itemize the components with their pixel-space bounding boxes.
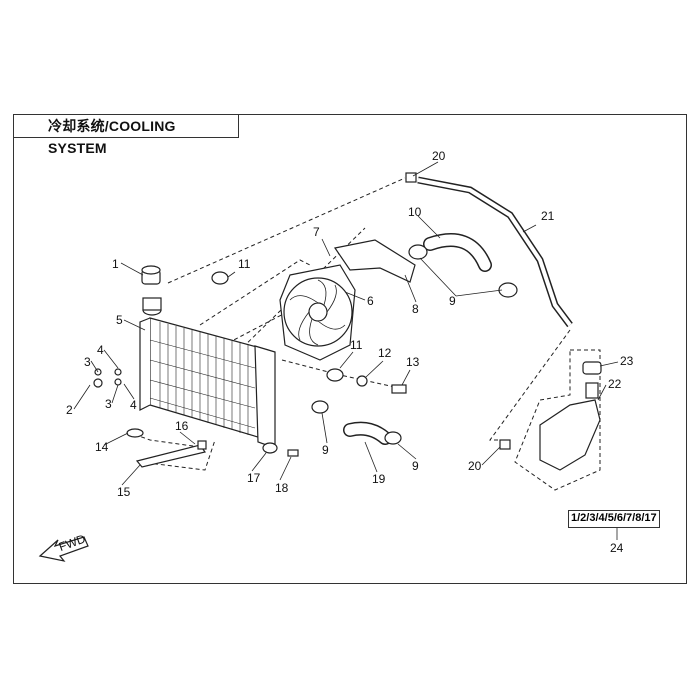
callout-label: 23 bbox=[620, 354, 634, 368]
fwd-arrow bbox=[38, 536, 89, 562]
callout-label: 4 bbox=[130, 398, 137, 412]
kit-parts-box: 1/2/3/4/5/6/7/8/17 bbox=[568, 510, 660, 528]
callout-label: 3 bbox=[105, 397, 112, 411]
callout-leaders bbox=[73, 161, 619, 540]
expansion-tank bbox=[539, 361, 602, 471]
callout-label: 3 bbox=[84, 355, 91, 369]
fan-bracket bbox=[333, 239, 416, 283]
callout-label: 22 bbox=[608, 377, 622, 391]
diagram-title: 冷却系统/COOLING SYSTEM bbox=[13, 114, 239, 156]
callout-label: 4 bbox=[97, 343, 104, 357]
callout-label: 12 bbox=[378, 346, 392, 360]
callout-label: 5 bbox=[116, 313, 123, 327]
cooling-fan bbox=[279, 264, 356, 361]
leader-cap-hose bbox=[167, 177, 406, 284]
callout-label: 17 bbox=[247, 471, 261, 485]
callout-label: 2 bbox=[66, 403, 73, 417]
callout-label: 7 bbox=[313, 225, 320, 239]
callout-label: 1 bbox=[112, 257, 119, 271]
callout-label: 9 bbox=[412, 459, 419, 473]
radiator-cap bbox=[141, 265, 161, 285]
callout-label: 11 bbox=[350, 338, 363, 352]
callout-label: 20 bbox=[432, 149, 446, 163]
hose-clamps bbox=[311, 172, 518, 450]
callout-label: 10 bbox=[408, 205, 422, 219]
overflow-hose bbox=[417, 176, 573, 328]
callout-label: 16 bbox=[175, 419, 189, 433]
callout-label: 13 bbox=[406, 355, 420, 369]
callout-label: 21 bbox=[541, 209, 555, 223]
callout-label: 6 bbox=[367, 294, 374, 308]
radiator bbox=[139, 297, 276, 449]
callout-label: 9 bbox=[322, 443, 329, 457]
grommets-bolts bbox=[93, 271, 407, 468]
callout-label: 20 bbox=[468, 459, 482, 473]
callout-label: 24 bbox=[610, 541, 624, 555]
callout-label: 8 bbox=[412, 302, 419, 316]
callout-label: 11 bbox=[238, 257, 251, 271]
callout-labels: 1 2 3 3 4 4 5 6 7 8 9 9 9 10 11 11 12 13… bbox=[66, 149, 634, 555]
callout-label: 18 bbox=[275, 481, 289, 495]
diagram-frame bbox=[13, 114, 687, 584]
callout-label: 9 bbox=[449, 294, 456, 308]
callout-label: 19 bbox=[372, 472, 386, 486]
callout-label: 14 bbox=[95, 440, 109, 454]
callout-label: 15 bbox=[117, 485, 131, 499]
